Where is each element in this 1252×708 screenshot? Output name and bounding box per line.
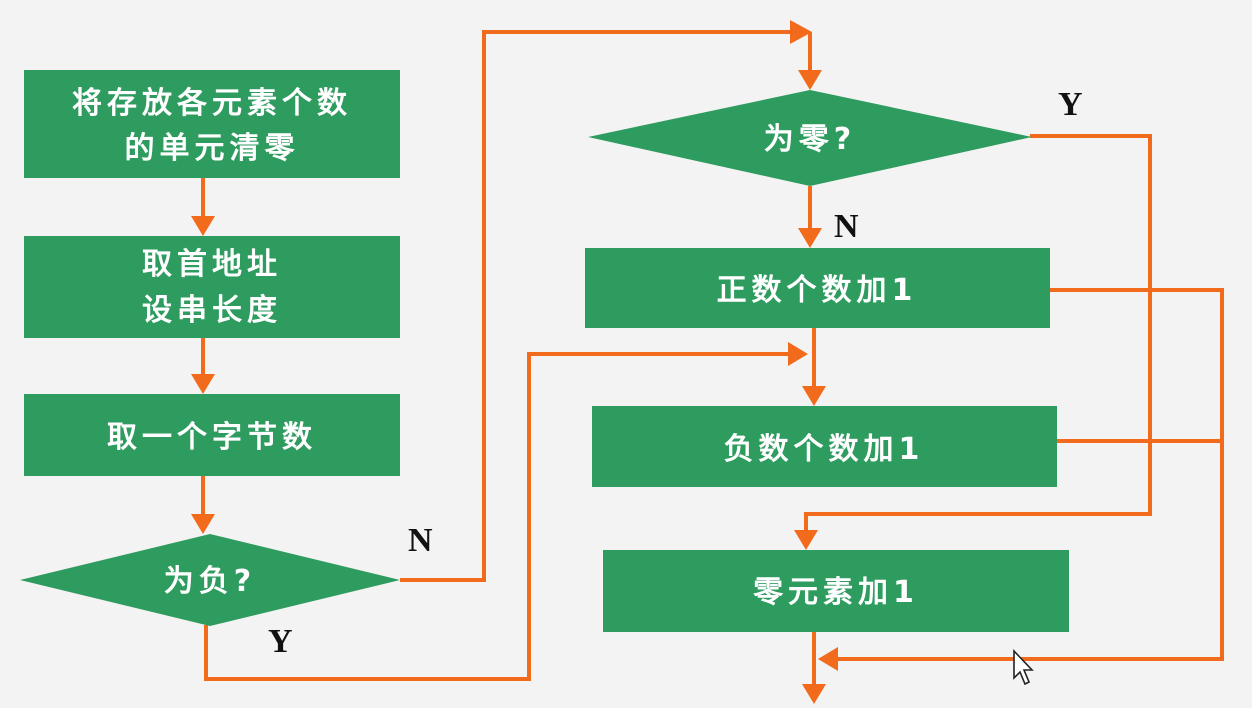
node-label: 零元素加1 xyxy=(753,575,919,610)
node-get-address: 取首地址 设串长度 xyxy=(24,236,400,338)
arrow-negative-yes-path xyxy=(204,352,790,681)
arrowhead xyxy=(798,228,822,248)
arrowhead xyxy=(790,20,812,44)
node-label: 为负? xyxy=(164,564,256,599)
process-box xyxy=(592,406,1057,487)
node-is-zero: 为零? xyxy=(588,90,1032,186)
process-box xyxy=(585,248,1050,328)
arrow-negative-no-path xyxy=(400,30,792,582)
branch-label-negative-no: N xyxy=(408,522,433,559)
arrow-zero-yes-path xyxy=(804,134,1152,532)
decision-diamond xyxy=(588,90,1032,186)
arrowhead xyxy=(798,70,822,90)
node-label: 的单元清零 xyxy=(125,131,300,166)
arrowhead xyxy=(191,216,215,236)
node-positive-increment: 正数个数加1 xyxy=(585,248,1050,328)
connectors xyxy=(191,20,1224,704)
arrow-positive-exit-path xyxy=(836,288,1224,661)
process-box xyxy=(24,236,400,338)
process-box xyxy=(603,550,1069,632)
branch-label-zero-yes: Y xyxy=(1058,86,1083,123)
process-box xyxy=(24,70,400,178)
branch-label-negative-yes: Y xyxy=(268,623,293,660)
mouse-pointer-icon xyxy=(1013,648,1034,686)
node-zero-increment: 零元素加1 xyxy=(603,550,1069,632)
node-label: 正数个数加1 xyxy=(717,273,918,308)
node-label: 取一个字节数 xyxy=(107,420,317,455)
node-clear-counters: 将存放各元素个数 的单元清零 xyxy=(24,70,400,178)
arrowhead xyxy=(788,342,808,366)
process-box xyxy=(24,394,400,476)
node-label: 负数个数加1 xyxy=(724,432,925,467)
node-is-negative: 为负? xyxy=(20,534,400,626)
arrowhead xyxy=(802,684,826,704)
node-label: 取首地址 xyxy=(142,247,282,282)
arrowhead xyxy=(191,374,215,394)
node-label: 设串长度 xyxy=(142,293,282,328)
arrowhead xyxy=(802,386,826,406)
decision-diamond xyxy=(20,534,400,626)
node-negative-increment: 负数个数加1 xyxy=(592,406,1057,487)
arrowhead xyxy=(794,530,818,550)
branch-label-zero-no: N xyxy=(834,208,859,245)
node-label: 将存放各元素个数 xyxy=(72,86,352,121)
arrowhead xyxy=(818,647,838,671)
node-label: 为零? xyxy=(764,122,856,157)
node-get-byte: 取一个字节数 xyxy=(24,394,400,476)
arrowhead xyxy=(191,514,215,534)
